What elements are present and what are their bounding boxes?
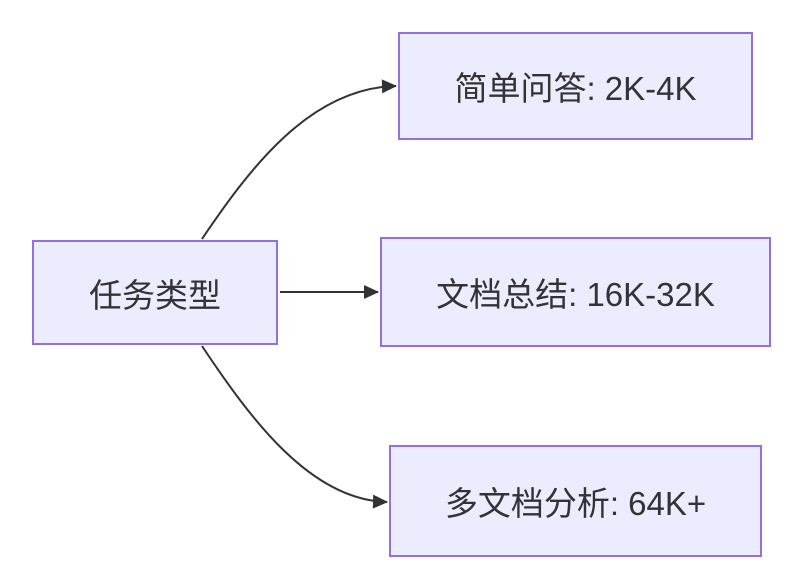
arrow-task-to-multidoc (201, 345, 388, 509)
node-doc-summary: 文档总结: 16K-32K (380, 237, 771, 347)
arrow-task-to-simple-qa (201, 79, 397, 240)
node-simple-qa-label: 简单问答: 2K-4K (454, 70, 697, 107)
node-doc-summary-label: 文档总结: 16K-32K (436, 276, 715, 313)
node-simple-qa: 简单问答: 2K-4K (398, 32, 753, 140)
node-multidoc-analysis: 多文档分析: 64K+ (389, 445, 762, 557)
node-task-type-label: 任务类型 (89, 276, 221, 314)
node-multidoc-analysis-label: 多文档分析: 64K+ (444, 485, 707, 522)
node-task-type: 任务类型 (32, 240, 278, 345)
